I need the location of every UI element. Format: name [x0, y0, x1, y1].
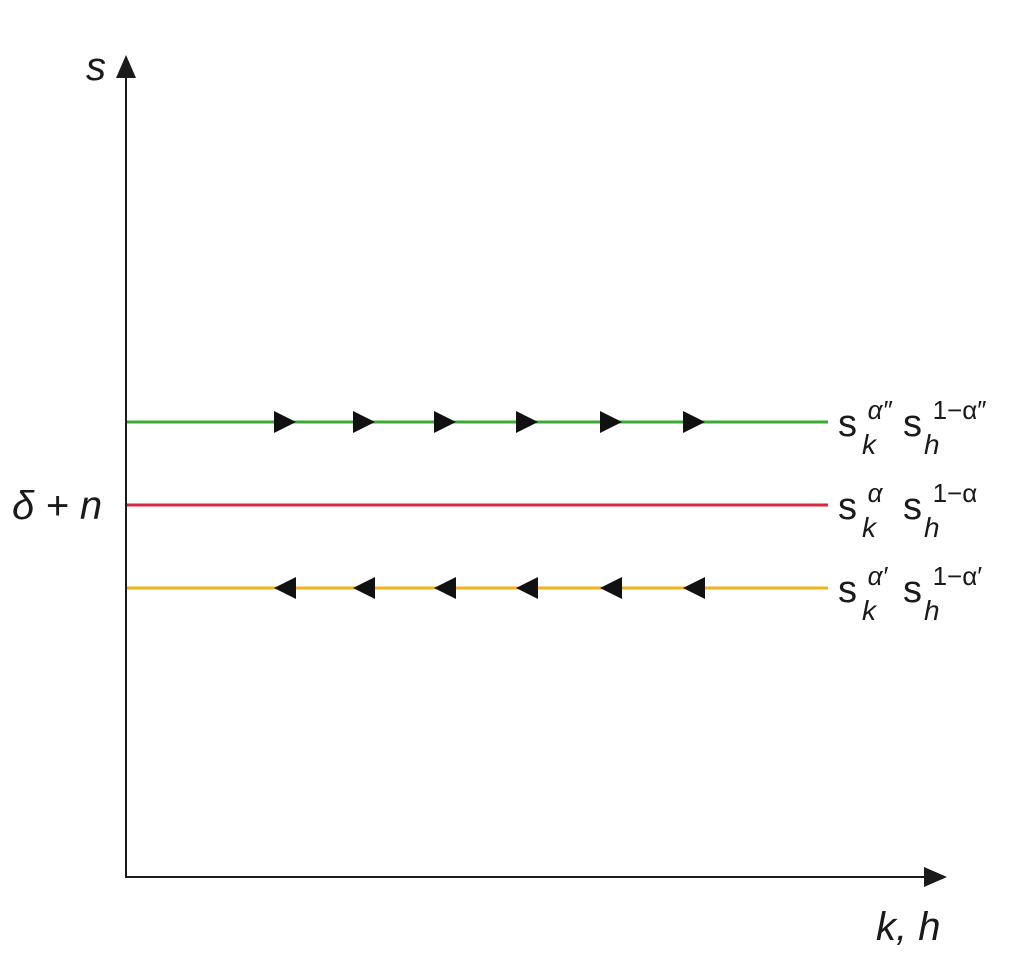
red-label-sub2: h: [924, 512, 940, 543]
red-label-base1: s: [838, 486, 857, 528]
yellow-label-sub2: h: [924, 595, 940, 626]
green-arrow-5: [600, 411, 622, 433]
yellow-arrow-6: [683, 577, 705, 599]
red-label-sub1: k: [862, 512, 878, 543]
red-label-base2: s: [903, 486, 922, 528]
yellow-label-sup1: α′: [868, 561, 889, 591]
green-arrow-1: [274, 411, 296, 433]
yellow-label-sub1: k: [862, 595, 878, 626]
x-axis-label: k, h: [876, 905, 940, 949]
red-label-sup1: α: [868, 478, 884, 508]
svg-text:s α″: s α″: [838, 395, 892, 445]
yellow-arrow-3: [434, 577, 456, 599]
y-axis-label: s: [86, 45, 106, 89]
green-arrow-6: [683, 411, 705, 433]
svg-text:s α′: s α′: [838, 561, 888, 611]
svg-text:s α: s α: [838, 478, 884, 528]
yellow-label-sup2: 1−α′: [933, 561, 983, 591]
yellow-arrow-5: [600, 577, 622, 599]
yellow-arrow-1: [274, 577, 296, 599]
green-label-base2: s: [903, 403, 922, 445]
svg-text:s 1−α′: s 1−α′: [903, 561, 982, 611]
green-line-label: s α″ k s 1−α″ h: [838, 395, 986, 460]
yellow-label-base2: s: [903, 569, 922, 611]
green-label-sup1: α″: [868, 395, 893, 425]
yellow-arrows: [274, 577, 705, 599]
x-axis-arrowhead: [924, 867, 947, 887]
y-axis-arrowhead: [116, 55, 136, 78]
yellow-label-base1: s: [838, 569, 857, 611]
yellow-arrow-2: [353, 577, 375, 599]
svg-text:s 1−α″: s 1−α″: [903, 395, 986, 445]
y-tick-label: δ + n: [12, 484, 102, 528]
red-line-label: s α k s 1−α h: [838, 478, 977, 543]
red-label-sup2: 1−α: [933, 478, 978, 508]
svg-text:s 1−α: s 1−α: [903, 478, 977, 528]
yellow-arrow-4: [516, 577, 538, 599]
green-label-sub2: h: [924, 429, 940, 460]
green-arrow-4: [516, 411, 538, 433]
green-label-sup2: 1−α″: [933, 395, 987, 425]
green-arrow-2: [353, 411, 375, 433]
green-label-base1: s: [838, 403, 857, 445]
green-arrow-3: [434, 411, 456, 433]
green-arrows: [274, 411, 705, 433]
green-label-sub1: k: [862, 429, 878, 460]
yellow-line-label: s α′ k s 1−α′ h: [838, 561, 982, 626]
